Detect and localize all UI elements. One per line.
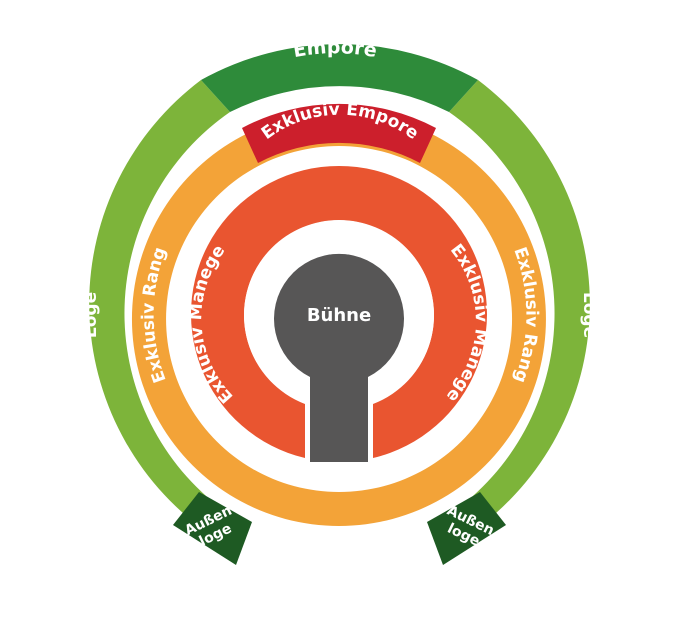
empore-label: Empore	[292, 36, 379, 62]
buehne-label: Bühne	[307, 305, 371, 326]
loge-left-label: Loge	[81, 292, 101, 338]
buehne-stage[interactable]	[273, 253, 404, 462]
aussen-loge-right[interactable]	[427, 492, 506, 565]
aussen-loge-left[interactable]	[173, 492, 252, 565]
empore-section[interactable]	[201, 44, 478, 112]
loge-right[interactable]	[449, 80, 590, 527]
exklusiv-empore-section[interactable]	[242, 103, 436, 163]
loge-right-label: Loge	[579, 292, 599, 338]
exklusiv-manege-ring[interactable]	[191, 165, 488, 458]
loge-left[interactable]	[89, 80, 230, 527]
